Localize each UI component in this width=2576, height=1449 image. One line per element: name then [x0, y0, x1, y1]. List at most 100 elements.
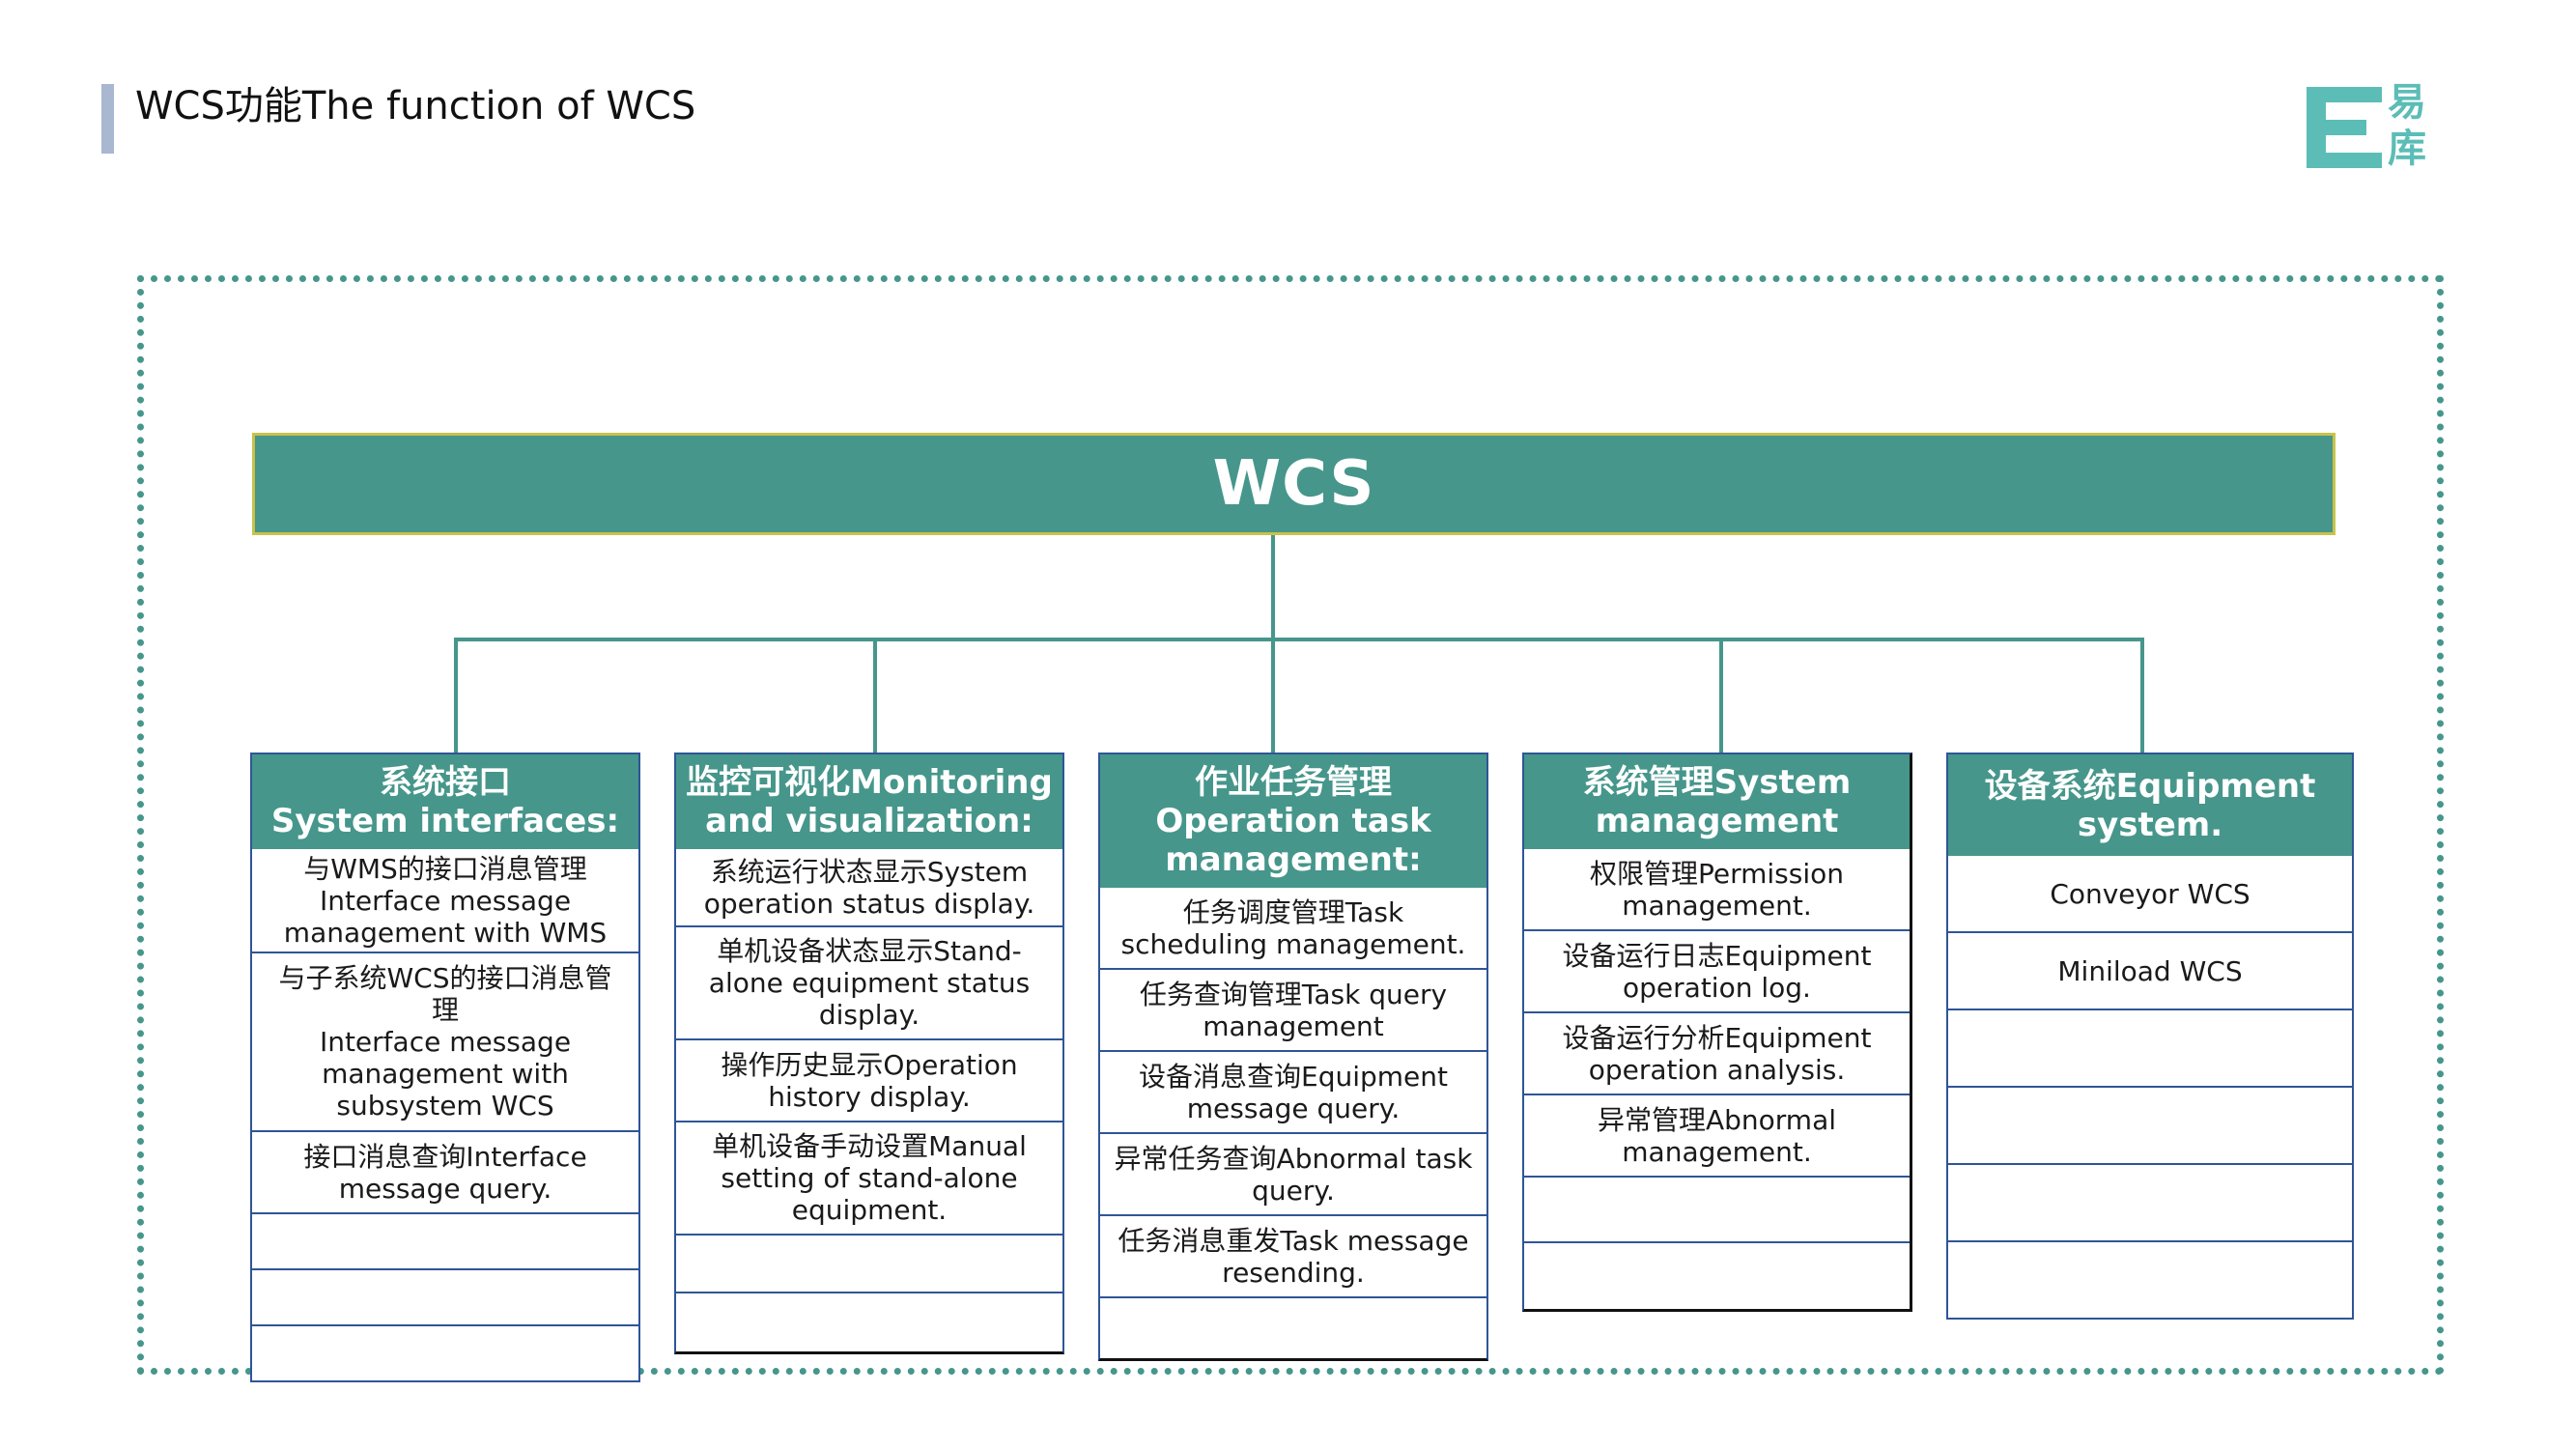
column-header: 作业任务管理 Operation task management: [1100, 754, 1486, 888]
column-header: 系统接口 System interfaces: [252, 754, 638, 849]
item-line: equipment. [791, 1194, 948, 1226]
list-item: 单机设备手动设置Manual setting of stand-alone eq… [676, 1122, 1062, 1236]
item-line: 理 [431, 994, 459, 1026]
list-item: 设备运行日志Equipment operation log. [1524, 931, 1910, 1013]
list-item-empty [1948, 1088, 2352, 1165]
list-item: 与WMS的接口消息管理 Interface message management… [252, 849, 638, 953]
list-item: 设备运行分析Equipment operation analysis. [1524, 1013, 1910, 1095]
logo-e-icon [2307, 87, 2382, 168]
list-item-empty [1100, 1298, 1486, 1358]
column-header-line: 作业任务管理 [1195, 763, 1392, 802]
column-system-management: 系统管理System management 权限管理Permission man… [1522, 753, 1912, 1312]
item-line: management with WMS [283, 916, 608, 949]
item-line: management with [322, 1058, 569, 1090]
list-item: 系统运行状态显示System operation status display. [676, 849, 1062, 927]
page-title: WCS功能The function of WCS [135, 84, 696, 128]
list-item-empty [252, 1214, 638, 1270]
list-item: 任务消息重发Task message resending. [1100, 1216, 1486, 1298]
item-line: Interface message [319, 884, 572, 917]
item-line: 任务消息重发Task message [1118, 1224, 1469, 1257]
list-item-empty [1948, 1242, 2352, 1318]
connector-col-2 [873, 638, 877, 753]
connector-root-trunk [1271, 535, 1275, 639]
item-line: 任务调度管理Task [1182, 895, 1404, 928]
item-line: Conveyor WCS [2050, 877, 2250, 910]
item-line: alone equipment status [708, 967, 1031, 999]
column-header-line: management [1595, 802, 1839, 840]
column-header-line: 系统管理System [1582, 763, 1852, 802]
list-item: 权限管理Permission management. [1524, 849, 1910, 931]
list-item: 异常管理Abnormal management. [1524, 1095, 1910, 1178]
column-operation-task-management: 作业任务管理 Operation task management: 任务调度管理… [1098, 753, 1488, 1361]
logo-char-top: 易 [2388, 80, 2426, 125]
connector-col-1 [454, 638, 458, 753]
connector-col-3 [1271, 638, 1275, 753]
list-item: 单机设备状态显示Stand- alone equipment status di… [676, 927, 1062, 1040]
item-line: query. [1252, 1174, 1335, 1207]
column-header: 设备系统Equipment system. [1948, 754, 2352, 856]
item-line: 单机设备状态显示Stand- [717, 935, 1022, 967]
root-node-wcs: WCS [252, 433, 2335, 535]
item-line: message query. [338, 1172, 552, 1205]
connector-col-5 [2140, 638, 2144, 757]
logo-char-bottom: 库 [2388, 127, 2426, 171]
list-item: Conveyor WCS [1948, 856, 2352, 933]
item-line: operation log. [1623, 971, 1811, 1004]
item-line: 任务查询管理Task query [1139, 978, 1448, 1010]
list-item: 操作历史显示Operation history display. [676, 1040, 1062, 1122]
column-header-line: management: [1165, 840, 1422, 879]
item-line: 单机设备手动设置Manual [712, 1130, 1027, 1162]
item-line: management. [1622, 889, 1812, 922]
list-item: 异常任务查询Abnormal task query. [1100, 1134, 1486, 1216]
item-line: 接口消息查询Interface [303, 1140, 587, 1173]
column-header-line: 监控可视化Monitoring [686, 763, 1053, 802]
item-line: 与WMS的接口消息管理 [303, 852, 587, 885]
list-item-empty [1524, 1178, 1910, 1243]
item-line: history display. [768, 1080, 971, 1113]
item-line: operation status display. [703, 887, 1035, 920]
item-line: 系统运行状态显示System [710, 855, 1029, 888]
connector-col-4 [1719, 638, 1723, 753]
list-item: 接口消息查询Interface message query. [252, 1132, 638, 1214]
item-line: 与子系统WCS的接口消息管 [278, 962, 612, 994]
column-header: 系统管理System management [1524, 754, 1910, 849]
list-item: Miniload WCS [1948, 933, 2352, 1010]
list-item-empty [252, 1270, 638, 1326]
list-item: 设备消息查询Equipment message query. [1100, 1052, 1486, 1134]
column-header-line: 系统接口 [380, 763, 511, 802]
item-line: 权限管理Permission [1589, 857, 1845, 890]
item-line: 操作历史显示Operation [721, 1048, 1018, 1081]
title-accent-bar [101, 84, 114, 154]
item-line: management. [1622, 1135, 1812, 1168]
item-line: operation analysis. [1588, 1053, 1846, 1086]
item-line: setting of stand-alone [721, 1162, 1018, 1194]
item-line: Miniload WCS [2057, 954, 2243, 987]
list-item-empty [1948, 1165, 2352, 1242]
item-line: 异常管理Abnormal [1597, 1103, 1837, 1136]
item-line: 异常任务查询Abnormal task [1114, 1142, 1473, 1175]
item-line: display. [818, 999, 920, 1031]
list-item-empty [1948, 1010, 2352, 1088]
item-line: 设备运行分析Equipment [1562, 1021, 1872, 1054]
item-line: management [1203, 1009, 1384, 1042]
list-item: 任务查询管理Task query management [1100, 970, 1486, 1052]
list-item: 任务调度管理Task scheduling management. [1100, 888, 1486, 970]
connector-horizontal [454, 638, 2144, 641]
list-item-empty [252, 1326, 638, 1380]
item-line: subsystem WCS [336, 1090, 554, 1122]
diagram-frame [137, 275, 2444, 1375]
list-item-empty [676, 1293, 1062, 1351]
item-line: 设备运行日志Equipment [1562, 939, 1872, 972]
column-header-line: system. [2077, 805, 2223, 844]
item-line: Interface message [319, 1026, 572, 1058]
column-equipment-system: 设备系统Equipment system. Conveyor WCS Minil… [1946, 753, 2354, 1320]
list-item-empty [676, 1236, 1062, 1293]
column-header-line: System interfaces: [270, 802, 620, 840]
item-line: 设备消息查询Equipment [1139, 1060, 1448, 1093]
logo: 易 库 [2307, 81, 2440, 174]
item-line: message query. [1186, 1092, 1401, 1124]
column-monitoring-visualization: 监控可视化Monitoring and visualization: 系统运行状… [674, 753, 1064, 1354]
column-header-line: Operation task [1155, 802, 1431, 840]
column-header-line: 设备系统Equipment [1984, 766, 2316, 806]
column-header-line: and visualization: [705, 802, 1033, 840]
